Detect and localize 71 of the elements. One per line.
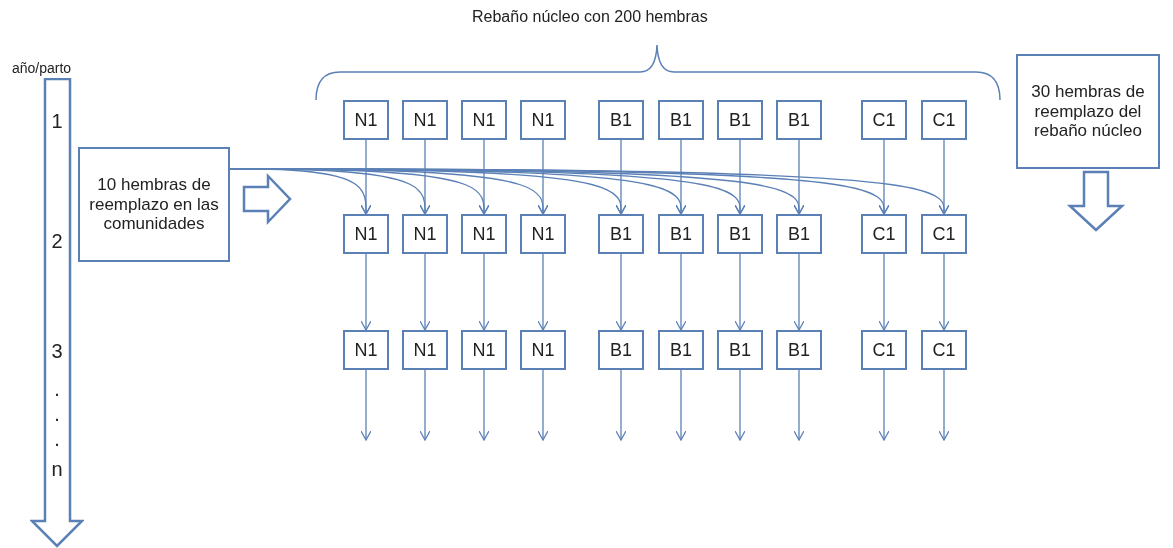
group-box: B1 — [598, 214, 644, 254]
arrow — [734, 139, 746, 215]
group-box: N1 — [402, 100, 448, 140]
arrow — [419, 369, 431, 441]
text-box: 30 hembras de reemplazo del rebaño núcleo — [1016, 54, 1160, 169]
group-box: N1 — [343, 330, 389, 370]
group-box: B1 — [776, 100, 822, 140]
group-box: B1 — [658, 214, 704, 254]
group-box: N1 — [402, 214, 448, 254]
arrow — [938, 253, 950, 331]
arrow — [478, 139, 490, 215]
arrow — [878, 369, 890, 441]
timeline-number: 3 — [50, 340, 64, 363]
arrow — [793, 369, 805, 441]
group-box: B1 — [658, 330, 704, 370]
group-box: N1 — [461, 214, 507, 254]
timeline-number: 2 — [50, 230, 64, 253]
arrow — [478, 369, 490, 441]
group-box: N1 — [343, 100, 389, 140]
timeline-number: . — [53, 428, 61, 451]
arrow — [734, 253, 746, 331]
arrow — [675, 369, 687, 441]
group-box: C1 — [921, 214, 967, 254]
arrow — [419, 139, 431, 215]
arrow — [419, 253, 431, 331]
arrow — [675, 139, 687, 215]
timeline-number: 1 — [50, 110, 64, 133]
text-box: 10 hembras de reemplazo en las comunidades — [78, 147, 230, 262]
arrow — [938, 369, 950, 441]
group-box: N1 — [520, 100, 566, 140]
arrow — [537, 139, 549, 215]
arrow — [615, 253, 627, 331]
arrow — [793, 253, 805, 331]
group-box: N1 — [461, 100, 507, 140]
arrow — [360, 253, 372, 331]
arrow — [793, 139, 805, 215]
group-box: C1 — [921, 330, 967, 370]
arrow — [615, 139, 627, 215]
group-box: C1 — [861, 214, 907, 254]
group-box: B1 — [658, 100, 704, 140]
group-box: B1 — [598, 330, 644, 370]
timeline-number: n — [50, 458, 64, 481]
group-box: N1 — [461, 330, 507, 370]
group-box: C1 — [921, 100, 967, 140]
arrow — [615, 369, 627, 441]
group-box: N1 — [343, 214, 389, 254]
group-box: B1 — [598, 100, 644, 140]
group-box: B1 — [717, 330, 763, 370]
group-box: C1 — [861, 100, 907, 140]
brace-label: Rebaño núcleo con 200 hembras — [472, 8, 708, 26]
group-box: C1 — [861, 330, 907, 370]
arrow — [360, 139, 372, 215]
group-box: B1 — [717, 100, 763, 140]
timeline-number: . — [53, 378, 61, 401]
group-box: N1 — [520, 330, 566, 370]
arrow — [938, 139, 950, 215]
arrow — [734, 369, 746, 441]
group-box: B1 — [776, 214, 822, 254]
arrow — [675, 253, 687, 331]
arrow — [878, 139, 890, 215]
group-box: N1 — [520, 214, 566, 254]
arrow — [878, 253, 890, 331]
arrow — [360, 369, 372, 441]
group-box: B1 — [776, 330, 822, 370]
group-box: B1 — [717, 214, 763, 254]
timeline-number: . — [53, 403, 61, 426]
arrow — [537, 369, 549, 441]
arrow — [537, 253, 549, 331]
arrow — [478, 253, 490, 331]
group-box: N1 — [402, 330, 448, 370]
axis-label: año/parto — [12, 60, 72, 76]
